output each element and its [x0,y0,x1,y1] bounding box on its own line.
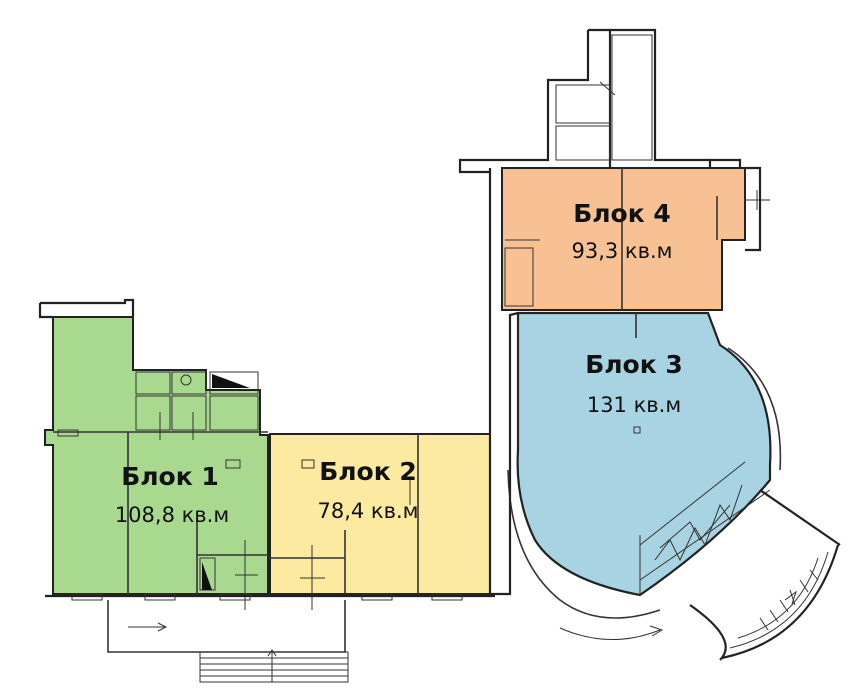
block-4-area-text: 93,3 кв.м [571,239,672,263]
block-1-name: Блок 1 [121,462,219,491]
block-2-walls [270,434,419,610]
block-1-area-text: 108,8 кв.м [115,503,229,527]
block-1-walls [38,298,268,610]
block-4-walls [458,28,770,315]
block-4-label: Блок 4 93,3 кв.м [571,199,672,263]
block-3-walls [488,311,841,661]
block-2-label: Блок 2 78,4 кв.м [317,457,418,523]
block-1-fill [44,316,269,595]
block-2-name: Блок 2 [319,457,417,486]
block-1-label: Блок 1 108,8 кв.м [115,462,229,527]
block-3-fill [516,311,772,597]
block-2-area-text: 78,4 кв.м [317,499,418,523]
block-1-area[interactable] [44,316,269,595]
entrance [45,593,495,683]
block-3-label: Блок 3 131 кв.м [585,350,683,417]
block-4-name: Блок 4 [573,199,671,228]
block-3-area-text: 131 кв.м [587,393,681,417]
block-3-area[interactable] [516,311,772,597]
block-3-name: Блок 3 [585,350,683,379]
